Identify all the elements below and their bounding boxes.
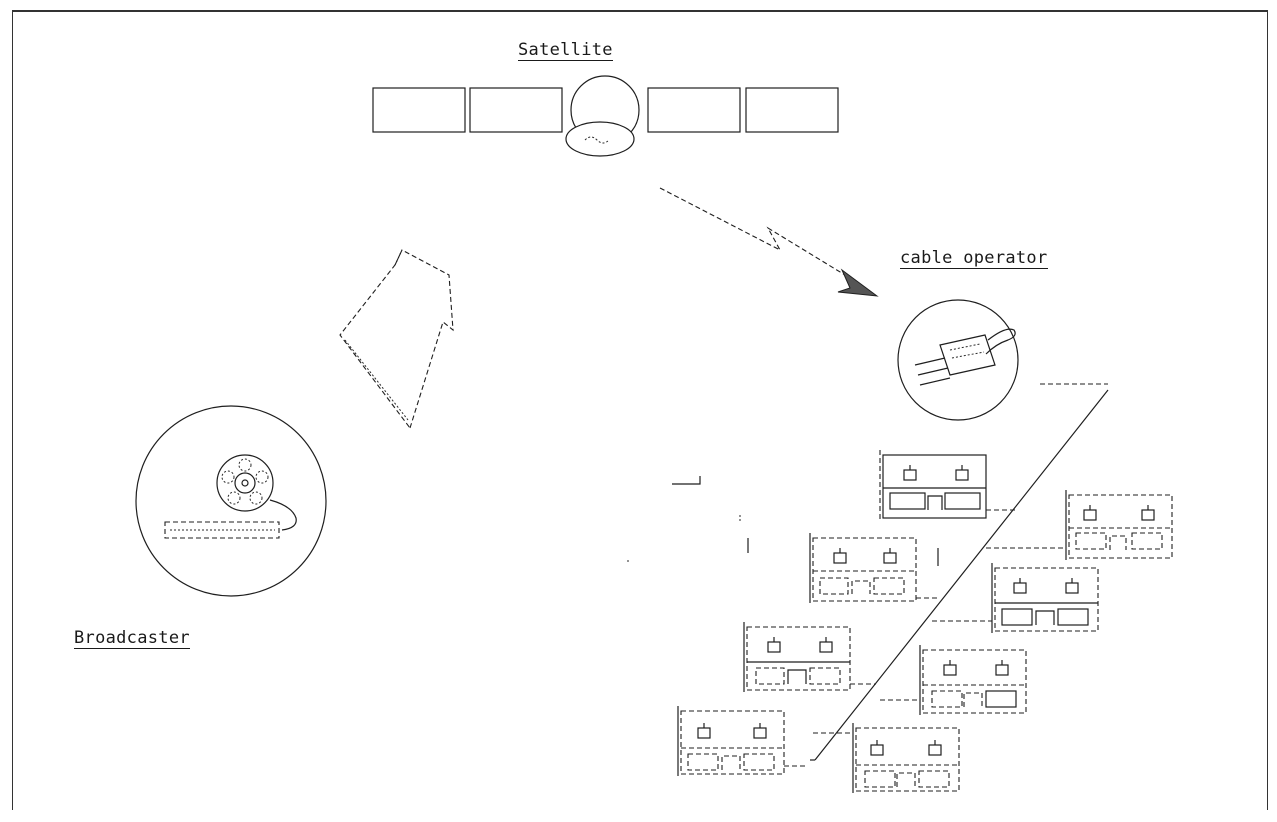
downlink-arrow-icon <box>659 187 879 297</box>
cable-operator-icon <box>897 299 1019 421</box>
house-icon <box>813 723 960 793</box>
house-icon <box>880 645 1027 715</box>
house-icon <box>809 533 940 603</box>
cable-operator-label: cable operator <box>900 248 1048 269</box>
house-icon <box>986 490 1173 560</box>
house-icon <box>879 450 1015 520</box>
cable-plug-icon <box>914 328 1016 386</box>
house-icon <box>932 563 1099 633</box>
cable-trunk-line <box>810 383 1109 761</box>
satellite-label: Satellite <box>518 40 613 61</box>
broadcaster-label: Broadcaster <box>74 628 190 649</box>
stray-marks <box>627 476 939 566</box>
satellite-icon <box>372 75 839 157</box>
film-reel-icon <box>164 454 297 539</box>
house-icon <box>743 622 876 692</box>
house-icon <box>677 706 808 776</box>
uplink-arrow-icon <box>339 249 454 429</box>
diagram-frame <box>12 10 1268 810</box>
broadcaster-icon <box>135 405 327 597</box>
